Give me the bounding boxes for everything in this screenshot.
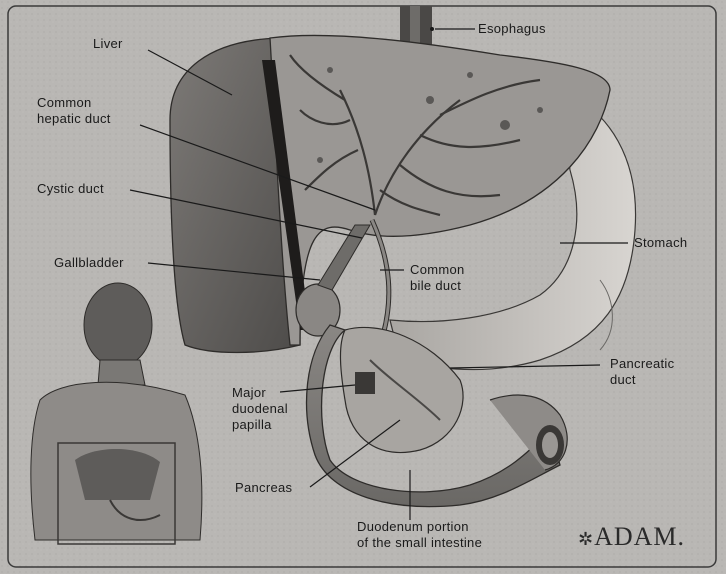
label-duodenum-line2: of the small intestine	[357, 535, 482, 551]
label-major-duodenal-papilla: Major duodenal papilla	[232, 385, 288, 433]
label-duodenum-line1: Duodenum portion	[357, 519, 482, 535]
label-pancreatic-duct-line1: Pancreatic	[610, 356, 674, 372]
label-common-bile-duct-line2: bile duct	[410, 278, 465, 294]
label-pancreatic-duct: Pancreatic duct	[610, 356, 674, 388]
label-pancreatic-duct-line2: duct	[610, 372, 674, 388]
label-papilla-line1: Major	[232, 385, 288, 401]
label-common-hepatic-duct-line2: hepatic duct	[37, 111, 111, 127]
label-common-hepatic-duct-line1: Common	[37, 95, 111, 111]
label-common-bile-duct: Common bile duct	[410, 262, 465, 294]
label-papilla-line3: papilla	[232, 417, 288, 433]
adam-logo: ✲ADAM.	[578, 522, 685, 552]
adam-logo-mark: ✲	[578, 529, 594, 549]
label-common-bile-duct-line1: Common	[410, 262, 465, 278]
label-pancreas: Pancreas	[235, 480, 292, 496]
label-stomach: Stomach	[634, 235, 687, 251]
label-common-hepatic-duct: Common hepatic duct	[37, 95, 111, 127]
adam-logo-text: ADAM.	[594, 522, 685, 551]
label-cystic-duct: Cystic duct	[37, 181, 104, 197]
label-liver: Liver	[93, 36, 123, 52]
label-duodenum: Duodenum portion of the small intestine	[357, 519, 482, 551]
label-gallbladder: Gallbladder	[54, 255, 124, 271]
label-papilla-line2: duodenal	[232, 401, 288, 417]
label-esophagus: Esophagus	[478, 21, 546, 37]
